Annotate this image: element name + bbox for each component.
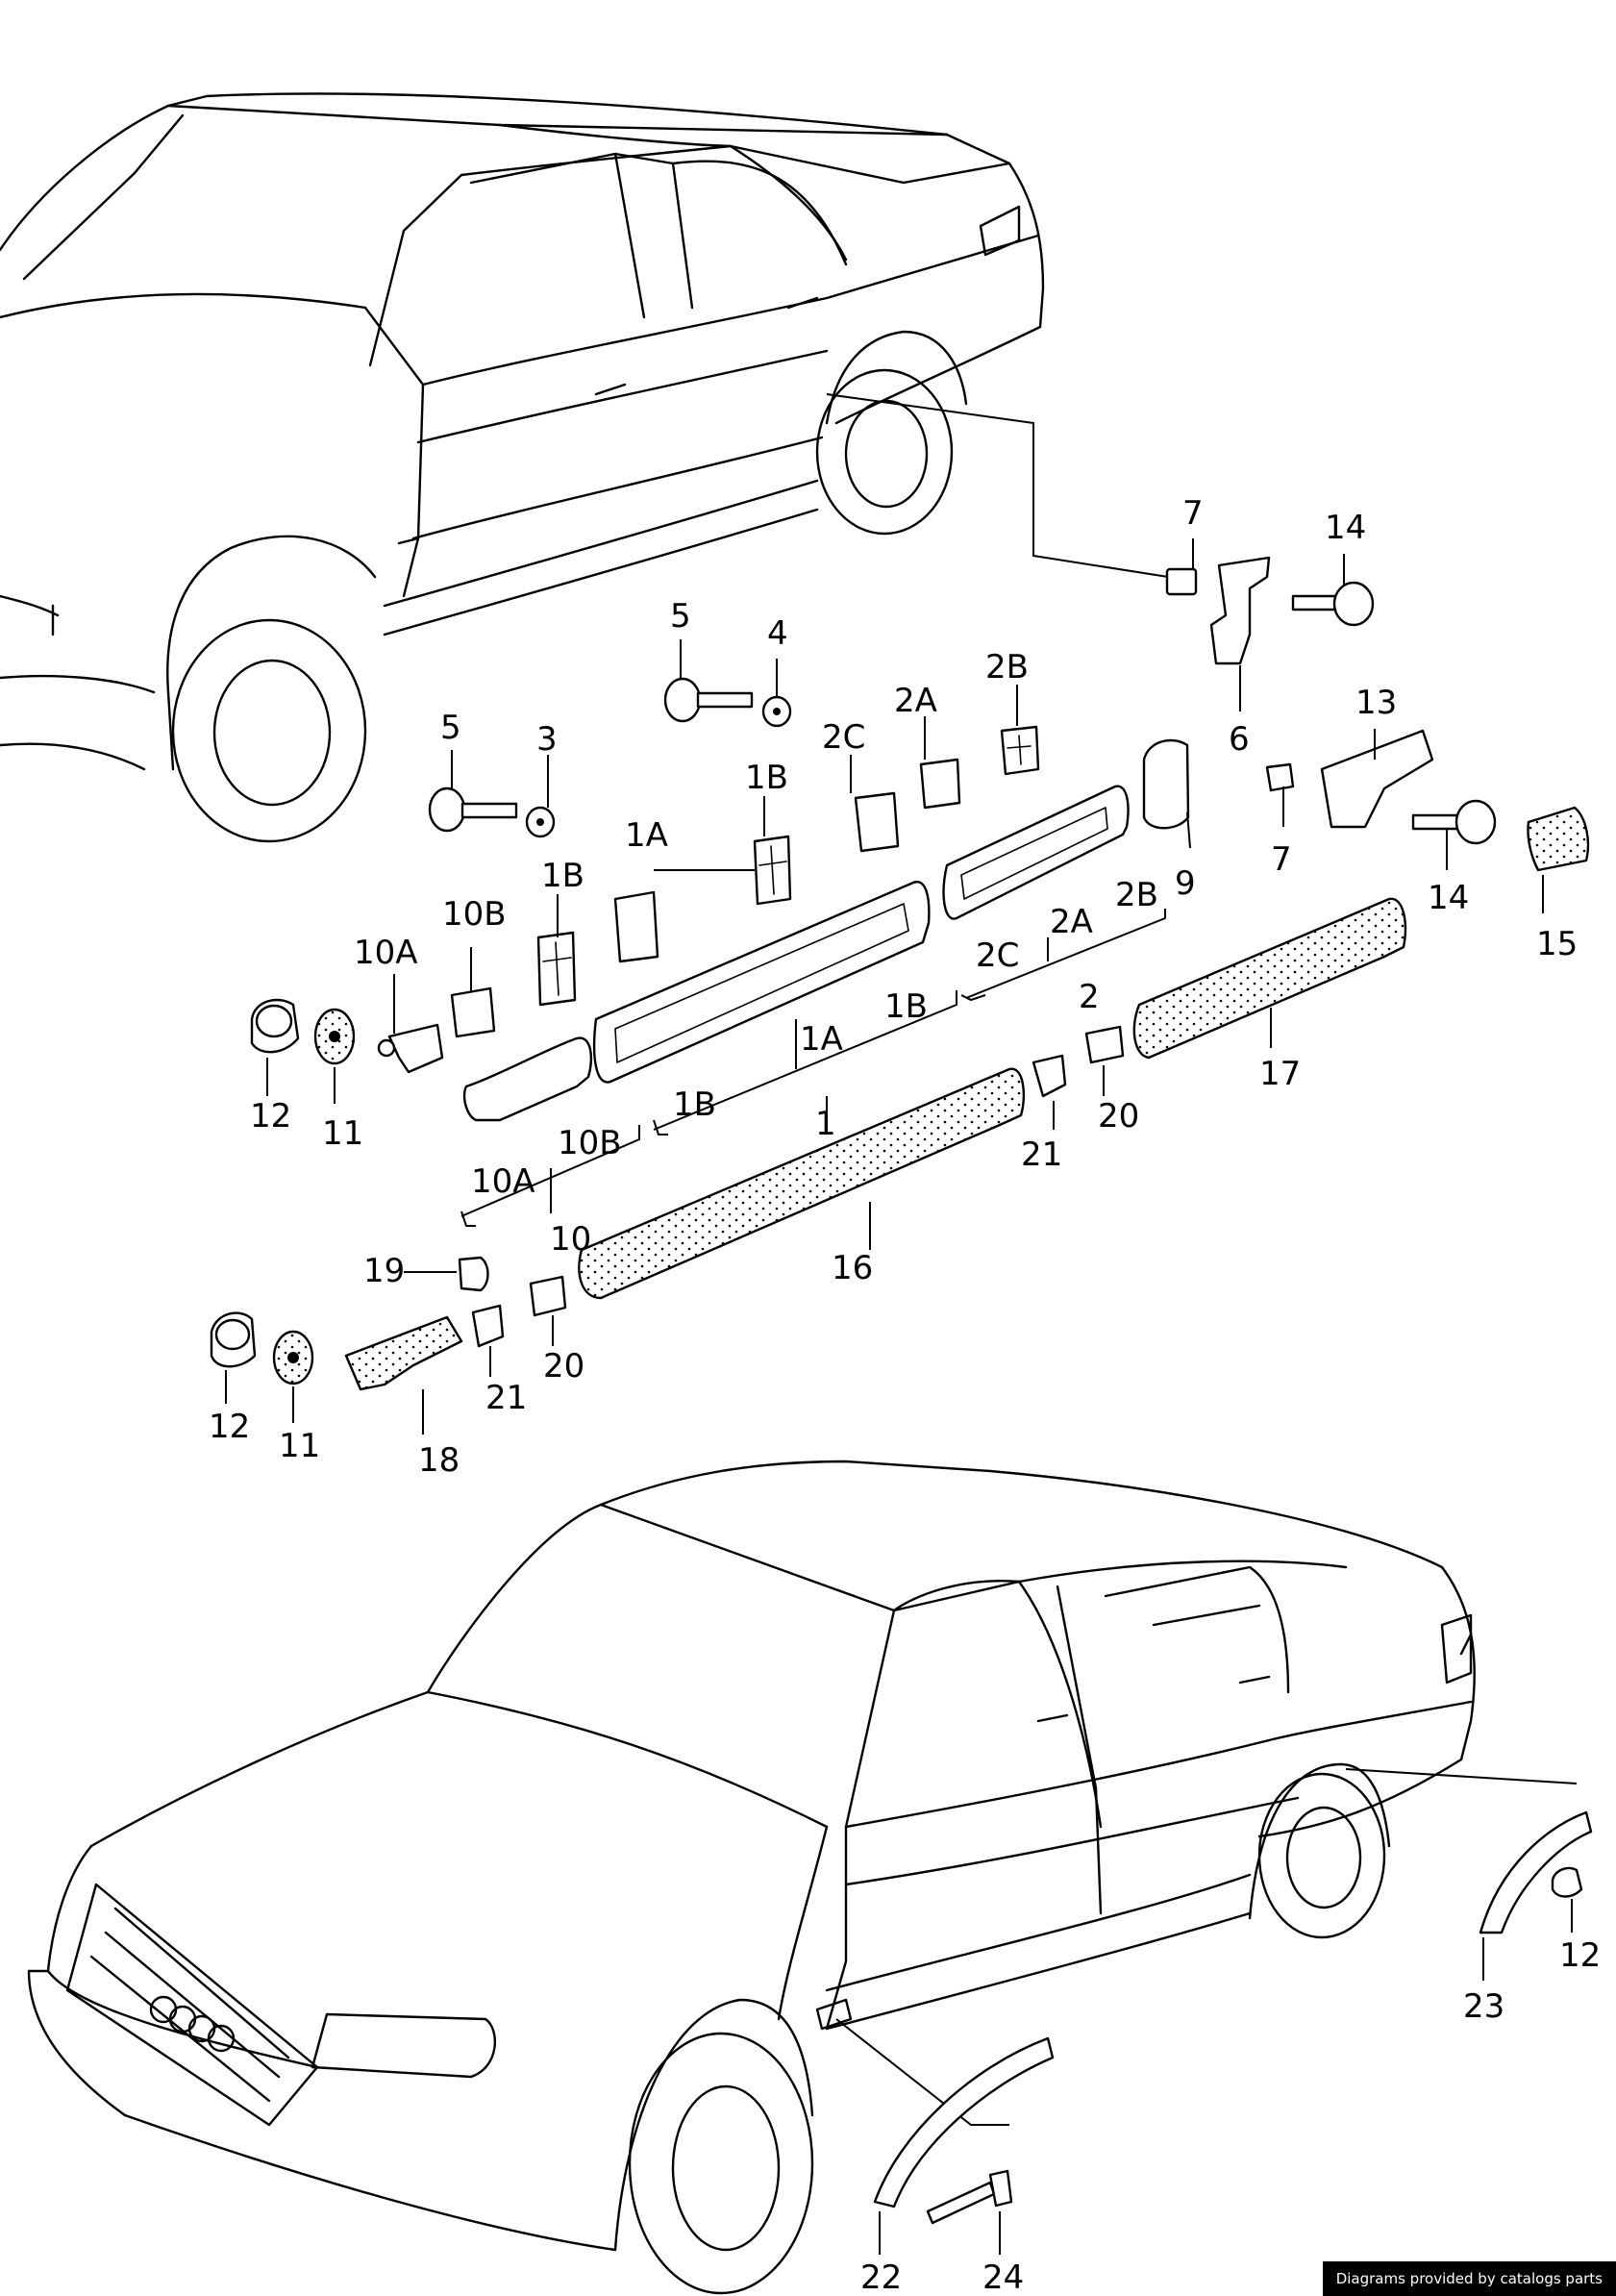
label-20-b: 20 — [543, 1347, 584, 1385]
label-1B-mid: 1B — [541, 857, 584, 895]
label-12-c: 12 — [1559, 1936, 1601, 1975]
molding-parts — [210, 538, 1590, 1435]
label-13: 13 — [1355, 684, 1397, 722]
label-1A-top: 1A — [625, 816, 668, 855]
label-22: 22 — [860, 2259, 902, 2296]
label-24: 24 — [982, 2259, 1024, 2296]
label-5-b: 5 — [440, 709, 461, 747]
label-1A-bracket: 1A — [800, 1020, 843, 1059]
label-15: 15 — [1536, 925, 1578, 963]
label-11-a: 11 — [322, 1114, 363, 1153]
label-1: 1 — [815, 1105, 836, 1143]
label-2B-bracket: 2B — [1115, 876, 1158, 914]
label-1B-bracket: 1B — [673, 1086, 716, 1124]
label-16: 16 — [832, 1249, 873, 1287]
label-12-a: 12 — [250, 1097, 291, 1136]
label-20-a: 20 — [1098, 1097, 1139, 1136]
label-17: 17 — [1259, 1055, 1301, 1093]
label-10: 10 — [550, 1220, 591, 1259]
label-10B-top: 10B — [442, 895, 507, 934]
label-14-top: 14 — [1325, 509, 1366, 547]
label-4: 4 — [767, 614, 788, 653]
car-bottom-illustration — [27, 1460, 1593, 2295]
label-11-b: 11 — [279, 1427, 320, 1465]
label-1B-top: 1B — [745, 759, 788, 797]
label-7-mid: 7 — [1271, 840, 1292, 879]
credit-badge: Diagrams provided by catalogs parts — [1322, 2261, 1616, 2296]
label-21-a: 21 — [1021, 1136, 1062, 1174]
label-21-b: 21 — [485, 1379, 527, 1417]
label-6: 6 — [1229, 720, 1250, 759]
label-2B-top: 2B — [985, 648, 1029, 686]
label-1B-bracket-right: 1B — [884, 987, 928, 1026]
label-2C-bracket: 2C — [976, 936, 1019, 975]
label-3: 3 — [536, 720, 558, 759]
label-12-b: 12 — [209, 1408, 250, 1446]
label-2A-top: 2A — [894, 682, 937, 720]
label-2C-top: 2C — [822, 718, 865, 757]
label-18: 18 — [418, 1441, 460, 1480]
label-5-a: 5 — [670, 597, 691, 636]
label-7-top: 7 — [1182, 494, 1204, 533]
label-14-mid: 14 — [1428, 879, 1469, 917]
label-2: 2 — [1079, 978, 1100, 1016]
label-10A-top: 10A — [354, 934, 418, 972]
label-19: 19 — [363, 1252, 405, 1290]
label-10B-bracket: 10B — [558, 1124, 622, 1162]
label-10A-bracket: 10A — [471, 1162, 535, 1201]
label-9: 9 — [1175, 864, 1196, 903]
part-labels: 7 14 5 4 2B 2A 2C 5 3 1B 13 6 1A 9 7 14 … — [209, 494, 1601, 2296]
label-23: 23 — [1463, 1987, 1504, 2026]
label-2A-bracket: 2A — [1050, 903, 1093, 941]
car-top-illustration — [0, 92, 1169, 843]
